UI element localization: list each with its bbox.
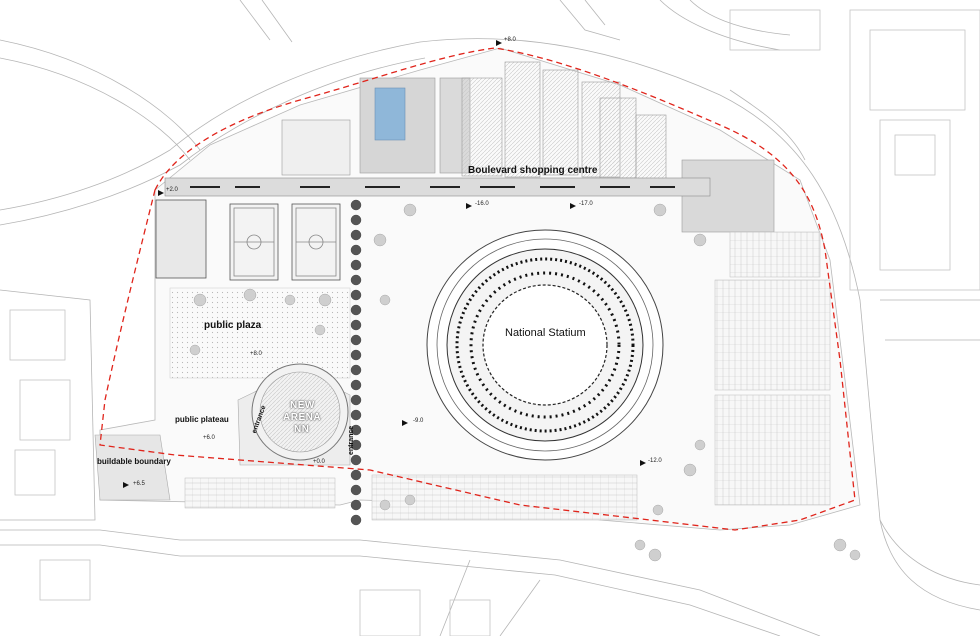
surrounding-buildings <box>9 9 980 636</box>
national-stadium <box>426 229 664 461</box>
level-ramp-a: -16.0 <box>475 201 489 207</box>
level-stadium-se: -12.0 <box>648 458 662 464</box>
boulevard-buildings <box>281 61 775 233</box>
level-arena: +0.0 <box>313 459 325 465</box>
arena-label-line3: NN <box>294 424 310 435</box>
level-top: +8.0 <box>504 37 516 43</box>
public-plaza-label: public plaza <box>204 320 262 331</box>
entrance-right-label: entrance <box>348 425 355 455</box>
boulevard-label: Boulevard shopping centre <box>468 165 598 176</box>
public-plateau-label: public plateau <box>175 415 229 424</box>
arena-label-line1: NEW <box>290 400 315 411</box>
level-plaza: +8.0 <box>250 351 262 357</box>
level-ramp-b: -17.0 <box>579 201 593 207</box>
boulevard-marks <box>190 186 675 188</box>
level-boundary: +6.5 <box>133 481 145 487</box>
buildable-boundary-area <box>94 434 171 501</box>
parking-areas <box>184 231 831 521</box>
level-left: +2.0 <box>166 187 178 193</box>
level-stadium-w: -9.0 <box>413 418 424 424</box>
level-plateau: +6.0 <box>203 435 215 441</box>
level-markers <box>123 40 646 488</box>
stadium-label: National Statium <box>505 327 586 339</box>
sports-fields <box>155 199 341 281</box>
scattered-trees <box>189 203 861 562</box>
arena-label-line2: ARENA <box>283 412 322 423</box>
buildable-boundary-label: buildable boundary <box>97 457 171 466</box>
tree-row <box>350 199 362 526</box>
new-arena <box>237 363 351 466</box>
site-boundary-line <box>99 47 856 531</box>
